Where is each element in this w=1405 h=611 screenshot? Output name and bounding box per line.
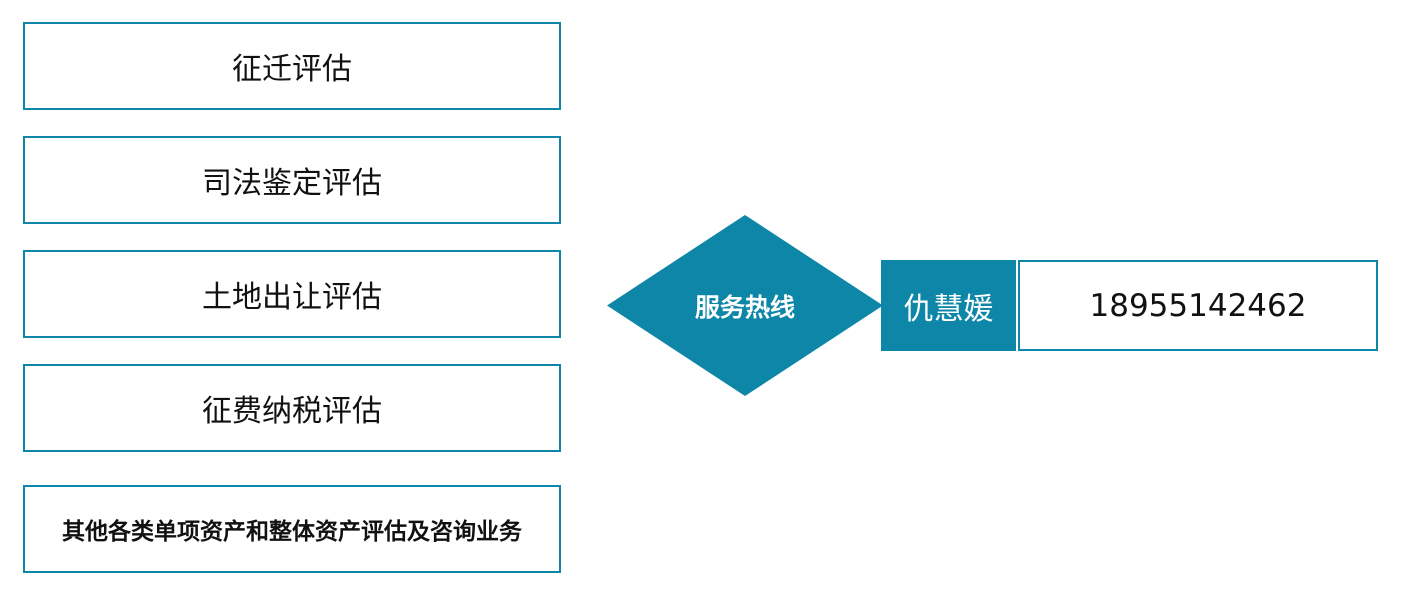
- service-item-label: 征迁评估: [232, 52, 352, 87]
- service-item-relocation-assessment: 征迁评估: [23, 22, 561, 110]
- diamond-shape: [607, 215, 883, 396]
- hotline-diamond: 服务热线: [607, 215, 883, 396]
- contact-name-box: 仇慧媛: [881, 260, 1016, 351]
- phone-number-box: 18955142462: [1018, 260, 1378, 351]
- hotline-label: 服务热线: [694, 292, 795, 322]
- service-item-land-transfer-assessment: 土地出让评估: [23, 250, 561, 338]
- service-item-label: 其他各类单项资产和整体资产评估及咨询业务: [62, 519, 522, 545]
- phone-number: 18955142462: [1089, 287, 1307, 324]
- service-item-judicial-appraisal: 司法鉴定评估: [23, 136, 561, 224]
- service-item-other-asset-assessment: 其他各类单项资产和整体资产评估及咨询业务: [23, 485, 561, 573]
- contact-name: 仇慧媛: [903, 291, 994, 327]
- service-item-label: 土地出让评估: [202, 280, 382, 315]
- service-item-tax-assessment: 征费纳税评估: [23, 364, 561, 452]
- service-item-label: 征费纳税评估: [202, 394, 382, 429]
- service-item-label: 司法鉴定评估: [202, 166, 382, 201]
